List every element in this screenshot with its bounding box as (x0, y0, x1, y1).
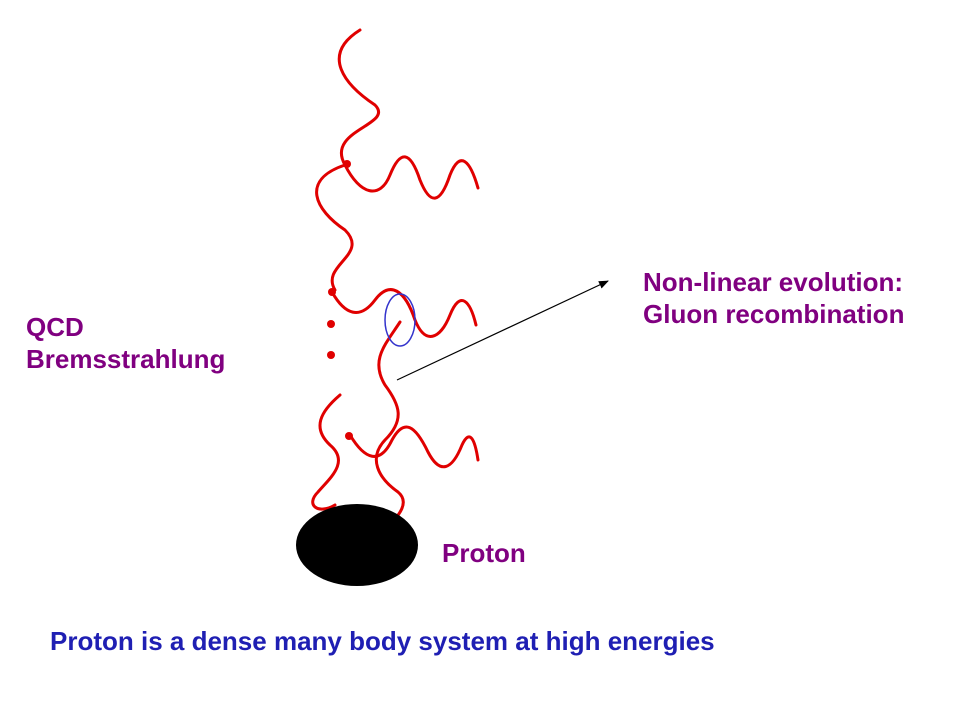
caption-text: Proton is a dense many body system at hi… (50, 626, 715, 656)
gluon-line-trunk-upper (315, 28, 380, 292)
recombination-ellipse (384, 293, 416, 347)
gluon-line-branch-middle (330, 288, 478, 338)
gluon-vertex (327, 351, 335, 359)
pointer-arrow (396, 280, 609, 381)
gluon-vertex (345, 432, 353, 440)
gluon-vertex (343, 160, 351, 168)
gluon-line-branch-top (343, 155, 480, 200)
nonlinear-label-line: Non-linear evolution: (643, 267, 903, 297)
bremsstrahlung-label-line: Bremsstrahlung (26, 344, 226, 374)
qcd-label-line: QCD (26, 312, 84, 342)
proton-label: Proton (442, 538, 526, 568)
gluon-line-recombination-down (374, 320, 405, 532)
qcd-bremsstrahlung-label: QCD Bremsstrahlung (26, 311, 225, 375)
gluon-line-lower-left (311, 393, 342, 511)
gluon-line-branch-bottom (348, 425, 480, 469)
gluon-vertex (327, 320, 335, 328)
proton-blob (296, 504, 418, 586)
nonlinear-evolution-label: Non-linear evolution: Gluon recombinatio… (643, 266, 904, 330)
gluon-recombination-label-line: Gluon recombination (643, 299, 905, 329)
gluon-vertex (328, 288, 336, 296)
